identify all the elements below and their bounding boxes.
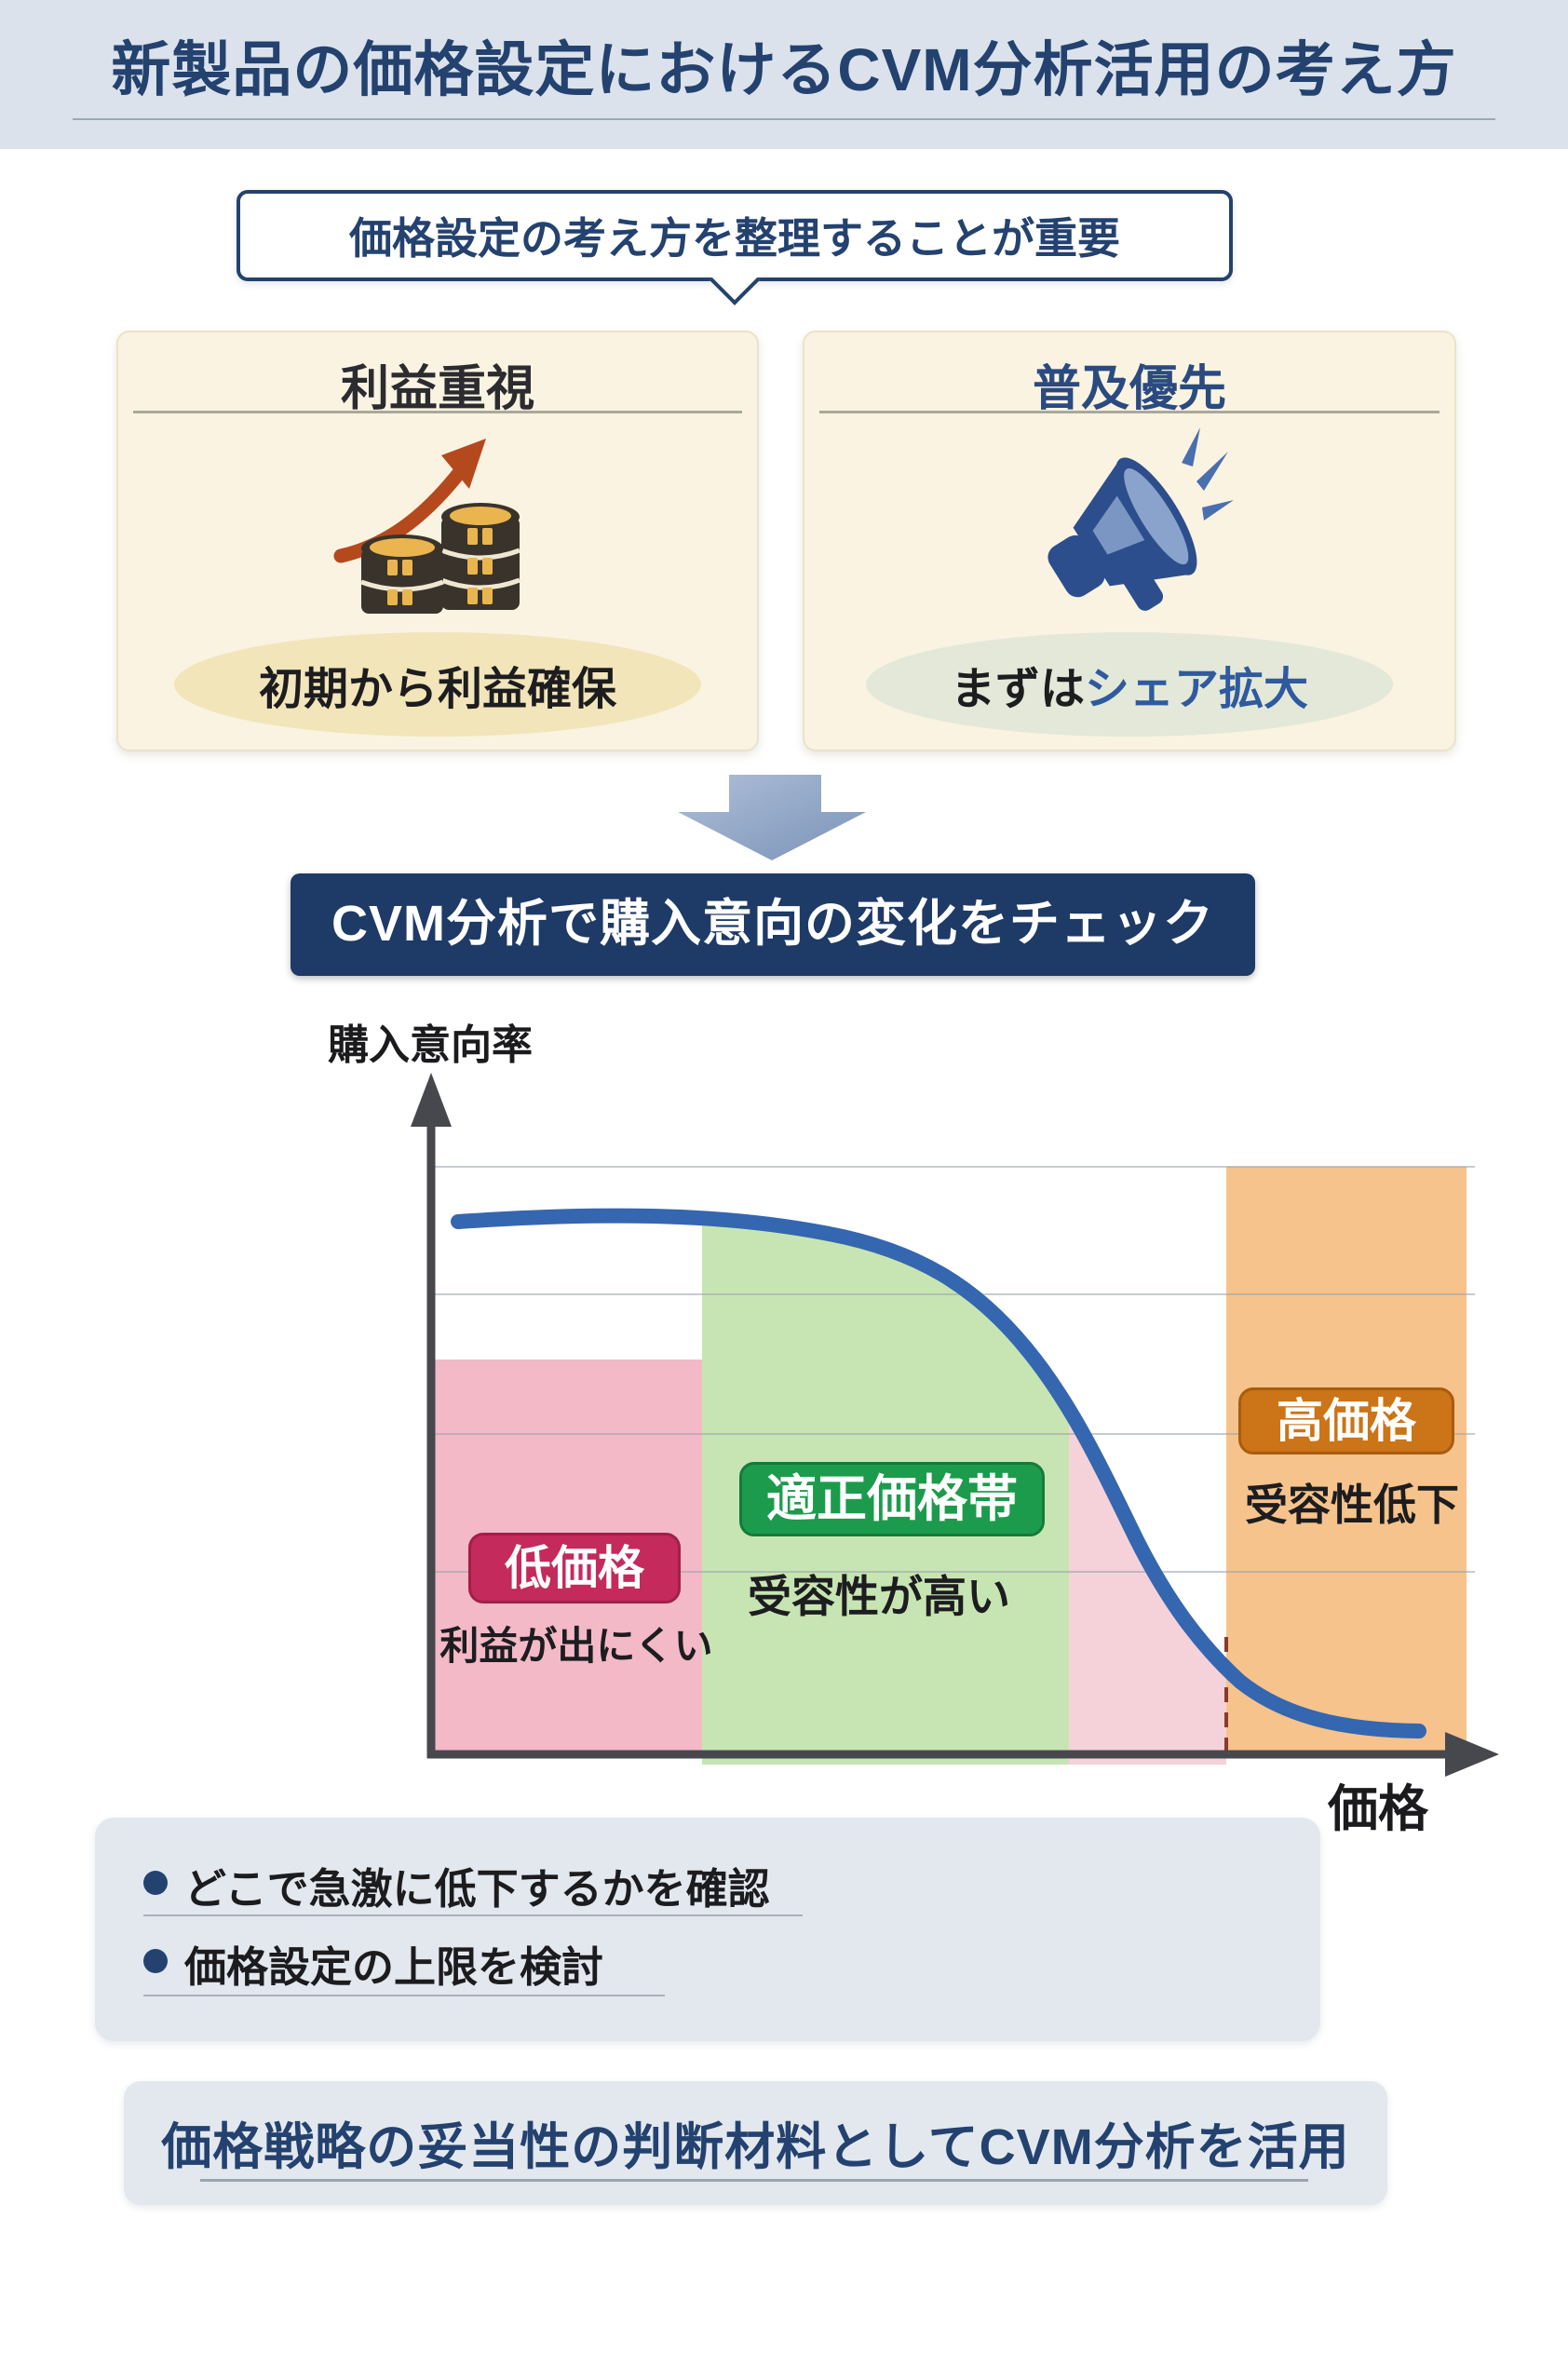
note-underline — [143, 1995, 665, 1996]
x-axis — [427, 1732, 1499, 1777]
caption-ellipse: まずは シェア拡大 — [866, 632, 1393, 737]
conclusion-underline — [200, 2179, 1308, 2182]
bullet-dot-icon — [143, 1949, 168, 1973]
x-axis-label: 価格 — [1328, 1781, 1428, 1837]
strategy-card-profit: 利益重視 初期から利益確保 — [116, 331, 759, 751]
zone-badge-high-price: 高価格 — [1238, 1387, 1454, 1454]
cvm-check-banner: CVM分析で購入意向の変化をチェック — [291, 873, 1255, 976]
notes-box: どこで急激に低下するかを確認 価格設定の上限を検討 — [95, 1818, 1320, 2041]
card-title: 利益重視 — [340, 362, 534, 416]
down-arrow-icon — [678, 775, 866, 860]
card-divider — [133, 411, 742, 413]
note-underline — [143, 1914, 803, 1916]
note-item: どこで急激に低下するかを確認 — [184, 1865, 770, 1913]
note-item: 価格設定の上限を検討 — [184, 1943, 604, 1991]
zone-badge-low-price: 低価格 — [468, 1533, 681, 1603]
strategy-card-adoption: 普及優先 まずは シェア拡大 — [803, 331, 1456, 751]
conclusion-banner: 価格戦略の妥当性の判断材料としてCVM分析を活用 — [124, 2081, 1387, 2205]
page-title: 新製品の価格設定におけるCVM分析活用の考え方 — [111, 36, 1457, 103]
card-title: 普及優先 — [1032, 362, 1226, 416]
caption-text: 初期から利益確保 — [258, 665, 616, 714]
zone-note-high-price: 受容性低下 — [1245, 1481, 1459, 1529]
y-axis-arrowhead-icon — [411, 1073, 452, 1127]
header-band: 新製品の価格設定におけるCVM分析活用の考え方 — [0, 0, 1568, 149]
y-axis-label: 購入意向率 — [328, 1022, 533, 1068]
intent-curve — [451, 1208, 1426, 1738]
caption-accent: シェア拡大 — [1085, 665, 1309, 714]
caption-text: まずは — [950, 665, 1085, 714]
zone-note-low-price: 利益が出にくい — [439, 1624, 713, 1668]
conclusion-text: 価格戦略の妥当性の判断材料としてCVM分析を活用 — [161, 2119, 1350, 2175]
title-underline — [73, 118, 1495, 120]
coin-stack-growth-icon — [333, 439, 520, 614]
bullet-dot-icon — [143, 1871, 168, 1895]
x-axis-arrowhead-icon — [1445, 1732, 1499, 1777]
callout-text: 価格設定の考え方を整理することが重要 — [349, 214, 1120, 263]
zone-badge-fair-price: 適正価格帯 — [739, 1462, 1045, 1536]
zone-note-fair-price: 受容性が高い — [748, 1572, 1010, 1621]
caption-ellipse: 初期から利益確保 — [174, 632, 701, 737]
callout-bubble: 価格設定の考え方を整理することが重要 — [237, 190, 1233, 305]
zone-band-high-price — [1226, 1167, 1467, 1754]
y-axis — [411, 1073, 452, 1758]
card-divider — [819, 411, 1440, 413]
megaphone-icon — [1048, 427, 1234, 611]
